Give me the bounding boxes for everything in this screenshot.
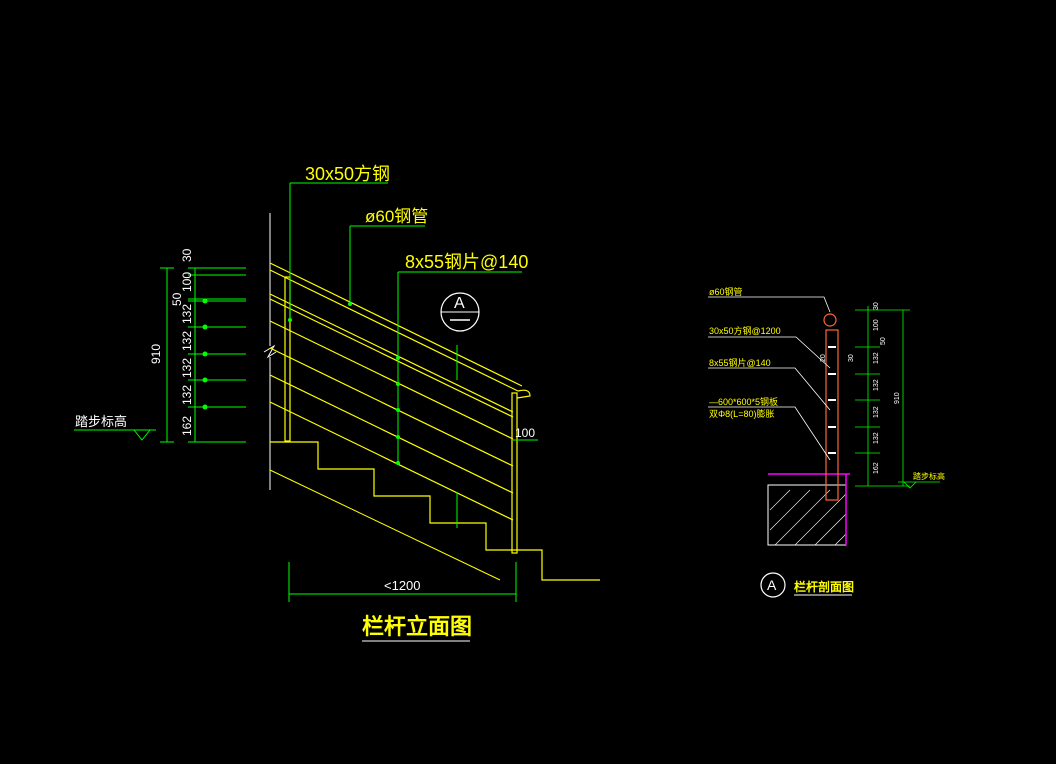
dim-100: 100 xyxy=(180,272,194,292)
section-title-letter: A xyxy=(767,577,777,593)
dim-132-c: 132 xyxy=(180,358,194,378)
bottom-dimension xyxy=(288,562,517,602)
section-hatch xyxy=(769,489,847,546)
section-dim-132-c: 132 xyxy=(873,406,880,418)
section-dim-inner-20: 20 xyxy=(820,354,827,362)
dim-162: 162 xyxy=(180,416,194,436)
section-dim-132-b: 132 xyxy=(873,379,880,391)
section-slab xyxy=(767,484,847,546)
dim-132-d: 132 xyxy=(180,385,194,405)
stair-profile xyxy=(270,441,600,581)
section-label-handrail: 30x50方钢@1200 xyxy=(709,325,781,336)
label-bars: 8x55钢片@140 xyxy=(405,252,528,272)
dim-post-100: 100 xyxy=(515,426,535,440)
section-dim-132-d: 132 xyxy=(873,432,880,444)
section-dim-30: 30 xyxy=(873,302,880,310)
section-dim-132-a: 132 xyxy=(873,352,880,364)
section-title: 栏杆剖面图 xyxy=(794,579,854,594)
section-finish xyxy=(768,473,850,545)
section-marker-letter: A xyxy=(454,295,465,312)
section-dim-100: 100 xyxy=(873,319,880,331)
label-pipe: ø60钢管 xyxy=(365,207,428,226)
step-level-label: 踏步标高 xyxy=(75,414,127,429)
handrail-and-bars xyxy=(269,262,531,521)
dim-132-a: 132 xyxy=(180,304,194,324)
dim-total-910: 910 xyxy=(149,344,163,364)
dim-132-b: 132 xyxy=(180,331,194,351)
section-dim-162: 162 xyxy=(873,462,880,474)
label-handrail: 30x50方钢 xyxy=(305,164,390,184)
section-step-level: 踏步标高 xyxy=(913,471,945,481)
leader-dots xyxy=(288,302,400,465)
section-bars xyxy=(828,346,836,454)
posts xyxy=(284,276,518,554)
section-marker: A xyxy=(440,292,480,332)
section-leaders xyxy=(708,296,831,461)
section-title-marker: A xyxy=(760,572,786,598)
section-label-bars: 8x55钢片@140 xyxy=(709,357,771,368)
section-label-pipe: ø60钢管 xyxy=(709,286,743,297)
leaders xyxy=(289,182,538,528)
section-label-plate: —600*600*5钢板 xyxy=(709,396,778,407)
section-dimension-chain xyxy=(855,306,940,489)
break-line xyxy=(263,213,277,490)
section-view: ø60钢管 30x50方钢@1200 8x55钢片@140 —600*600*5… xyxy=(708,286,945,598)
section-post xyxy=(823,313,839,501)
left-dimension-ticks xyxy=(202,298,208,410)
section-dim-910: 910 xyxy=(894,392,901,404)
section-label-anchor: 双Φ8(L=80)膨胀 xyxy=(709,408,774,419)
dim-30: 30 xyxy=(180,248,194,262)
dim-50: 50 xyxy=(170,292,184,306)
elevation-title: 栏杆立面图 xyxy=(362,614,472,639)
section-dim-inner-30: 30 xyxy=(848,354,855,362)
dim-1200: <1200 xyxy=(384,578,421,593)
elevation-view: 910 30 100 50 132 132 132 132 162 踏步标高 xyxy=(74,164,600,642)
section-dim-50: 50 xyxy=(880,337,887,345)
left-dimension-chain xyxy=(160,267,246,443)
step-level-marker xyxy=(74,429,156,441)
stair-soffit xyxy=(269,469,501,581)
